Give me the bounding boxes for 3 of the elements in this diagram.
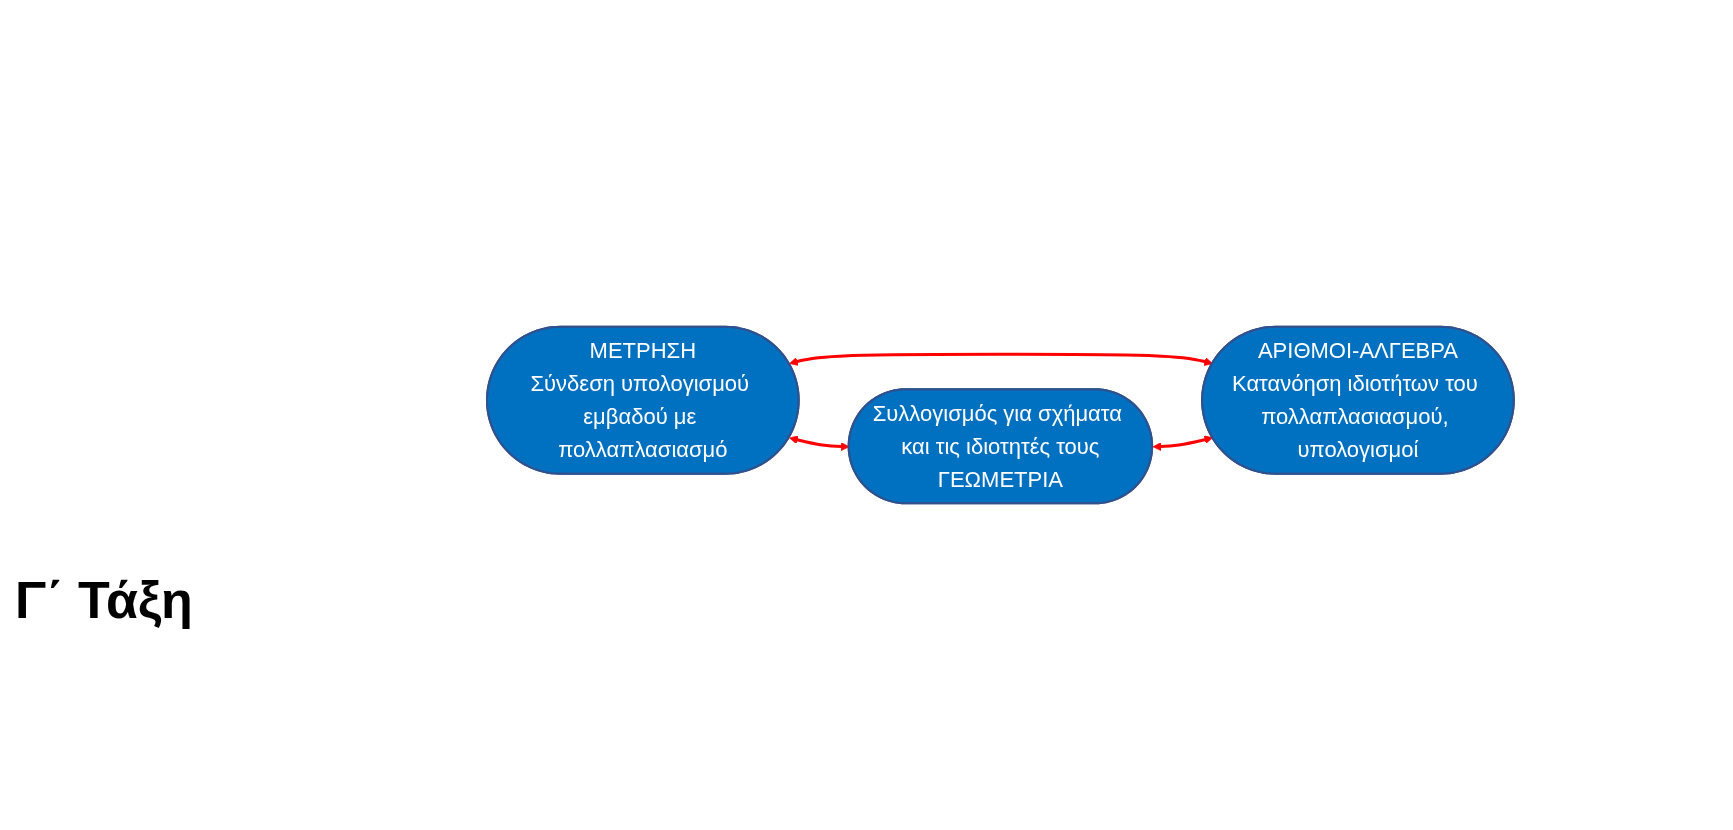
arrow <box>788 352 1213 366</box>
arrow <box>1152 435 1213 451</box>
title: Γ΄ Τάξη <box>15 570 193 630</box>
